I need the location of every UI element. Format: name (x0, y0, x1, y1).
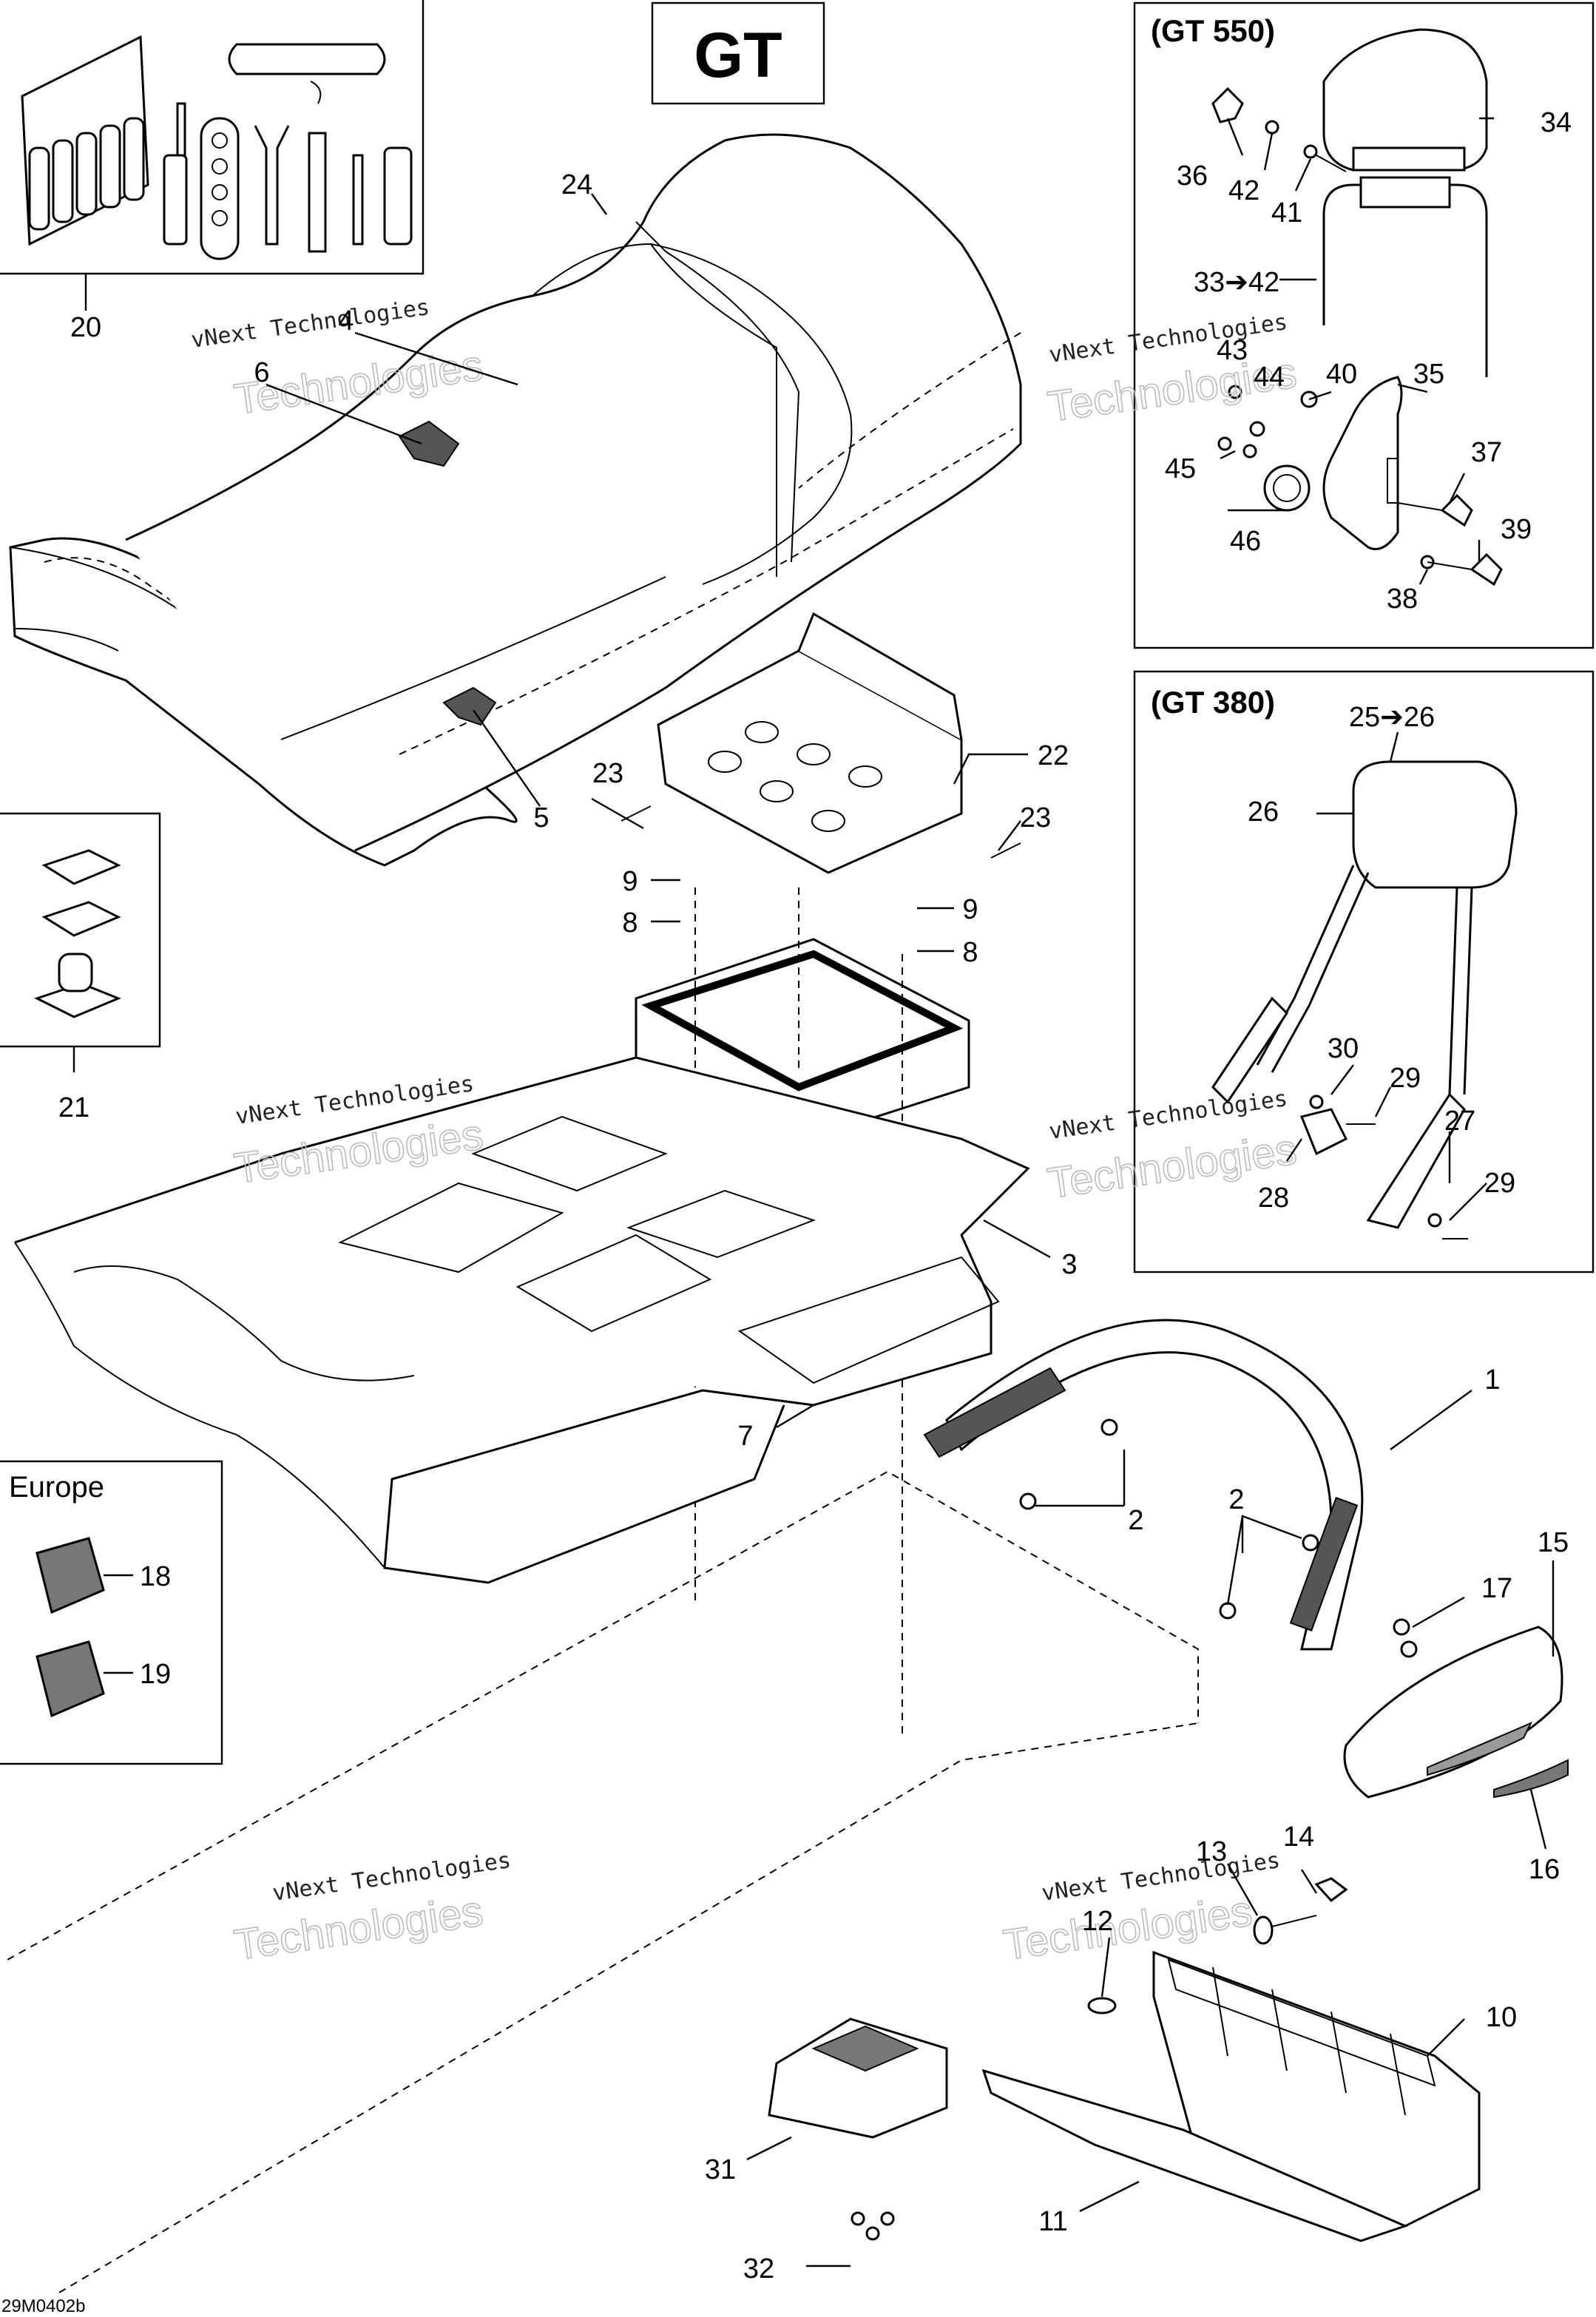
europe-label: Europe (9, 1471, 104, 1503)
callout-19: 19 (140, 1659, 171, 1690)
callout-8b: 8 (962, 937, 978, 968)
diagram-title: GT (694, 20, 782, 91)
europe-inset: Europe (0, 1460, 223, 1765)
callout-29b: 29 (1484, 1168, 1515, 1199)
callout-38: 38 (1387, 584, 1418, 615)
callout-26: 26 (1248, 796, 1279, 828)
callout-46: 46 (1230, 526, 1261, 557)
seat-assembly (9, 133, 1022, 867)
callout-25-26: 25➔26 (1349, 702, 1435, 733)
callout-2a: 2 (1128, 1505, 1143, 1536)
callout-40: 40 (1326, 359, 1357, 390)
callout-32: 32 (743, 2253, 774, 2284)
gt380-inset: (GT 380) (1133, 670, 1595, 1273)
callout-28: 28 (1258, 1183, 1289, 1214)
callout-4: 4 (338, 305, 354, 336)
callout-35: 35 (1413, 359, 1444, 390)
callout-13: 13 (1196, 1836, 1227, 1867)
title-box (651, 1, 825, 105)
callout-33-42: 33➔42 (1194, 267, 1279, 298)
callout-31: 31 (705, 2154, 736, 2185)
callout-20: 20 (70, 312, 101, 343)
callouts: 20 24 4 6 5 22 23 23 9 8 9 8 3 7 1 2 2 1… (58, 107, 1572, 2284)
callout-22: 22 (1038, 740, 1069, 771)
callout-16: 16 (1529, 1854, 1560, 1885)
callout-1: 1 (1484, 1364, 1500, 1396)
leader-lines (72, 117, 1555, 2267)
callout-17: 17 (1481, 1573, 1512, 1604)
rear-flap (981, 1877, 1481, 2242)
callout-21: 21 (58, 1092, 89, 1123)
callout-45: 45 (1165, 453, 1196, 484)
callout-24: 24 (561, 169, 592, 200)
rear-cover (1343, 1618, 1569, 1799)
callout-36: 36 (1177, 160, 1208, 192)
callout-9a: 9 (622, 866, 638, 897)
pad-inset (0, 812, 161, 1048)
tunnel-outline (7, 1470, 1199, 2293)
callout-5: 5 (533, 802, 549, 833)
tool-kit-inset (0, 0, 425, 275)
grab-handle (923, 1319, 1364, 1651)
seat-base (14, 1056, 1030, 1584)
gt550-label: (GT 550) (1151, 13, 1275, 48)
callout-30: 30 (1328, 1033, 1359, 1064)
callout-2b: 2 (1228, 1484, 1244, 1515)
watermark-text: Technologies (1001, 1887, 1255, 1969)
callout-23a: 23 (592, 758, 623, 789)
callout-43: 43 (1217, 335, 1248, 366)
callout-8a: 8 (622, 907, 638, 938)
callout-39: 39 (1501, 514, 1532, 545)
callout-41: 41 (1271, 197, 1302, 229)
watermark-text: Technologies (231, 1887, 486, 1969)
callout-14: 14 (1283, 1822, 1314, 1853)
callout-29a: 29 (1390, 1063, 1421, 1094)
storage-tray (621, 612, 1021, 874)
callout-23b: 23 (1020, 802, 1051, 833)
callout-7: 7 (737, 1421, 753, 1452)
callout-11: 11 (1038, 2206, 1067, 2237)
gt380-label: (GT 380) (1151, 685, 1275, 720)
callout-10: 10 (1486, 2002, 1517, 2033)
callout-9b: 9 (962, 894, 978, 925)
callout-6: 6 (254, 357, 269, 388)
callout-44: 44 (1254, 362, 1285, 393)
callout-15: 15 (1538, 1527, 1569, 1558)
callout-18: 18 (140, 1561, 171, 1592)
callout-34: 34 (1541, 107, 1572, 138)
callout-12: 12 (1082, 1906, 1113, 1937)
callout-37: 37 (1471, 437, 1502, 468)
drawing-reference: 29M0402b (1, 2296, 85, 2316)
callout-27: 27 (1444, 1106, 1475, 1137)
callout-42: 42 (1228, 175, 1259, 206)
gt550-inset: (GT 550) (1133, 1, 1595, 649)
callout-3: 3 (1061, 1249, 1077, 1280)
hitch-cover (768, 2017, 948, 2241)
